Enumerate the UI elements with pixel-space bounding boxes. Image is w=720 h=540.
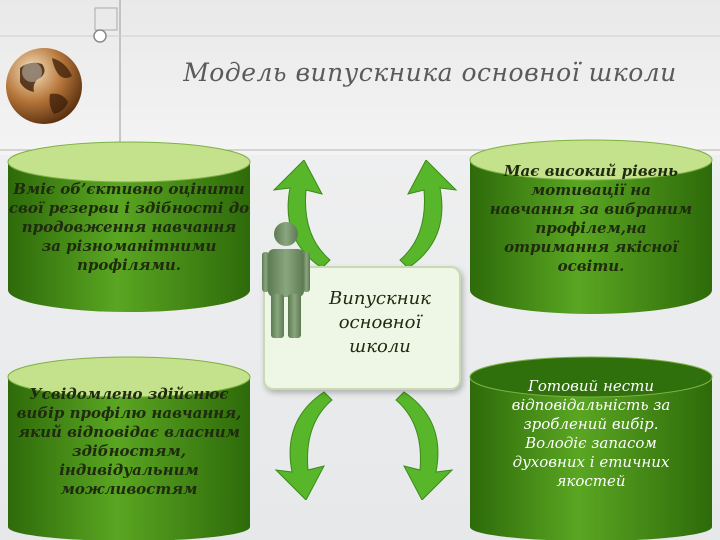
text-line: індивідуальним [6, 461, 252, 480]
text-line: Вміє об’єктивно оцінити [6, 180, 252, 199]
text-line: який відповідає власним [6, 423, 252, 442]
center-label: Випускник основної школи [310, 287, 450, 359]
globe-icon [0, 38, 92, 130]
text-line: зроблений вибір. [468, 415, 714, 434]
slide-title: Модель випускника основної школи [160, 58, 700, 98]
text-line: Готовий нести [468, 377, 714, 396]
text-line: освіти. [468, 257, 714, 276]
text-line: відповідальність за [468, 396, 714, 415]
curved-arrow-icon [262, 390, 342, 500]
cylinder-top-left: Вміє об’єктивно оцінити свої резерви і з… [6, 140, 252, 315]
text-line: основної [310, 311, 450, 335]
text-line: можливостям [6, 480, 252, 499]
cylinder-bottom-right: Готовий нести відповідальність за зробле… [468, 355, 714, 540]
text-line: Володіє запасом [468, 434, 714, 453]
text-line: профілями. [6, 256, 252, 275]
text-line: Випускник [310, 287, 450, 311]
text-line: вибір профілю навчання, [6, 404, 252, 423]
text-line: продовження навчання [6, 218, 252, 237]
text-line: отримання якісної [468, 238, 714, 257]
cylinder-bottom-left: Усвідомлено здійснює вибір профілю навча… [6, 355, 252, 540]
text-line: школи [310, 335, 450, 359]
curved-arrow-icon [390, 160, 470, 270]
text-line: свої резерви і здібності до [6, 199, 252, 218]
person-icon [262, 220, 310, 340]
text-line: якостей [468, 472, 714, 491]
text-line: Має високий рівень [468, 162, 714, 181]
curved-arrow-icon [386, 390, 466, 500]
text-line: профілем,на [468, 219, 714, 238]
text-line: Усвідомлено здійснює [6, 385, 252, 404]
cylinder-top-right: Має високий рівень мотивації на навчання… [468, 138, 714, 318]
text-line: здібностям, [6, 442, 252, 461]
text-line: духовних і етичних [468, 453, 714, 472]
text-line: за різноманітними [6, 237, 252, 256]
text-line: мотивації на [468, 181, 714, 200]
text-line: навчання за вибраним [468, 200, 714, 219]
